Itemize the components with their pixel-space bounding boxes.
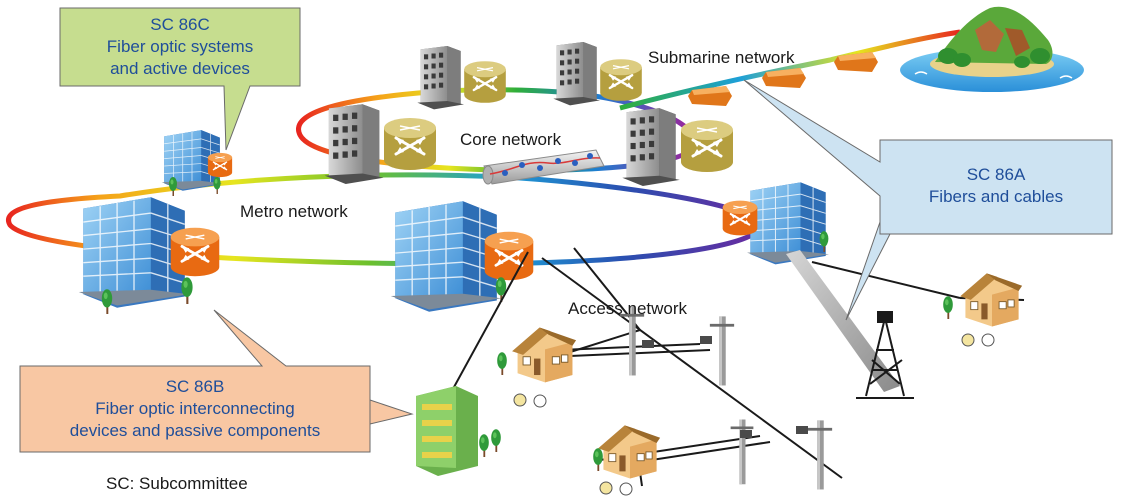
house-icon (511, 327, 577, 383)
crossconnect-icon (598, 57, 644, 103)
access-network-label: Access network (568, 299, 688, 318)
sc86a-callout-text: SC 86A Fibers and cables (880, 164, 1112, 208)
metro-network-ring (6, 172, 763, 267)
sc86c-callout-text: SC 86C Fiber optic systems and active de… (60, 14, 300, 80)
sc86b-line2: devices and passive components (69, 421, 321, 440)
crossconnect-icon (679, 118, 735, 174)
utility-pole-icon (709, 316, 735, 386)
metro-network-label: Metro network (240, 202, 348, 221)
submarine-network-label: Submarine network (648, 48, 795, 67)
tree-icon (943, 296, 953, 319)
house-icon (959, 272, 1023, 327)
tree-icon (497, 352, 507, 375)
office-building-icon (746, 181, 830, 265)
tree-icon (213, 176, 221, 194)
core-network-label: Core network (460, 130, 562, 149)
island-icon (900, 6, 1084, 92)
sc86c-line2: and active devices (110, 59, 250, 78)
core-building-icon (622, 108, 680, 186)
callout-sc86c (59, 7, 301, 151)
apartment-building-icon (416, 386, 501, 476)
submarine-cable (619, 29, 961, 111)
ont-device-icon (513, 333, 995, 496)
sc86c-code: SC 86C (150, 15, 210, 34)
core-building-icon (417, 46, 464, 110)
core-building-icon (553, 42, 600, 106)
optical-router-icon (169, 226, 221, 278)
office-building-icon (390, 200, 502, 313)
callout-sc86b (19, 309, 414, 453)
crossconnect-icon (462, 59, 508, 105)
wireless-link-beam (786, 250, 900, 392)
core-building-icon (324, 104, 384, 184)
sc86b-callout-text: SC 86B Fiber optic interconnecting devic… (20, 376, 370, 442)
sc86b-code: SC 86B (165, 377, 225, 396)
tree-icon (593, 448, 603, 471)
sc86c-line1: Fiber optic systems (106, 37, 254, 56)
fiber-cable-icon (482, 149, 605, 185)
sc86a-code: SC 86A (966, 165, 1026, 184)
utility-pole-icon (730, 419, 754, 485)
sc86b-line1: Fiber optic interconnecting (95, 399, 295, 418)
footnote-label: SC: Subcommittee (106, 474, 248, 493)
house-icon (597, 424, 661, 479)
sc86a-line1: Fibers and cables (928, 187, 1064, 206)
callout-sc86a (743, 79, 1113, 321)
tree-icon (169, 177, 177, 196)
tree-icon (181, 277, 193, 304)
crossconnect-icon (382, 116, 438, 172)
tree-icon (101, 289, 113, 314)
optical-router-icon (721, 199, 759, 237)
optical-router-icon (207, 152, 233, 178)
radio-tower-icon (856, 311, 914, 399)
